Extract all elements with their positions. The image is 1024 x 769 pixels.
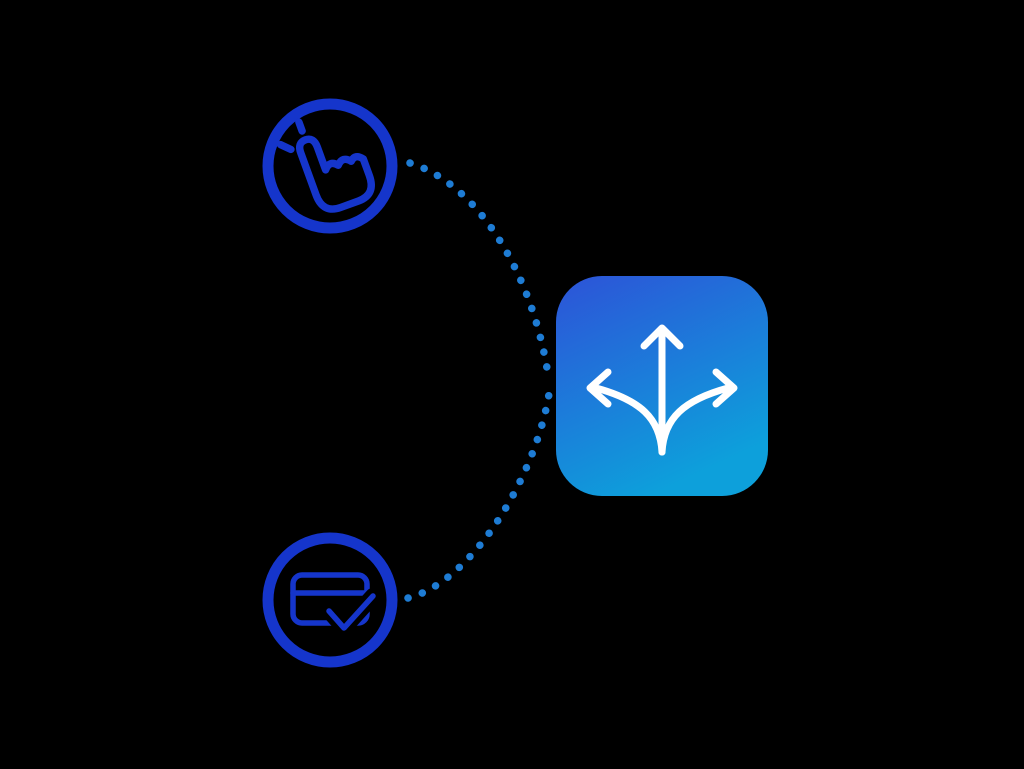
tap-node <box>262 98 398 234</box>
card-node-ring <box>262 532 398 668</box>
card-node <box>262 532 398 668</box>
branch-arrows-icon <box>586 324 738 456</box>
arrow-up-stem <box>640 324 684 456</box>
hub-node <box>556 276 768 496</box>
tap-hand-outline <box>296 135 375 213</box>
check-mark <box>326 593 376 631</box>
tap-motion-lines <box>276 118 306 154</box>
arrow-right-branch <box>658 368 738 456</box>
tap-hand-icon <box>276 118 375 213</box>
tap-node-ring <box>262 98 398 234</box>
card-check-icon <box>290 572 381 636</box>
connector-bottom <box>404 390 553 602</box>
connector-top <box>406 159 553 385</box>
